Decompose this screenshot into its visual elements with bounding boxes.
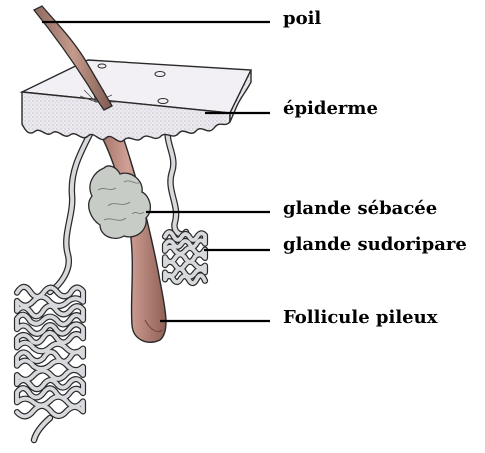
epidermis-block [22, 60, 251, 142]
sweat-gland-left [17, 130, 92, 440]
label-epiderme: épiderme [283, 100, 378, 118]
label-glande-sebacee: glande sébacée [283, 200, 437, 218]
label-glande-sudoripare: glande sudoripare [283, 236, 467, 254]
label-follicule-pileux: Follicule pileux [283, 309, 437, 327]
sebaceous-gland [89, 166, 151, 238]
label-poil: poil [283, 10, 321, 28]
